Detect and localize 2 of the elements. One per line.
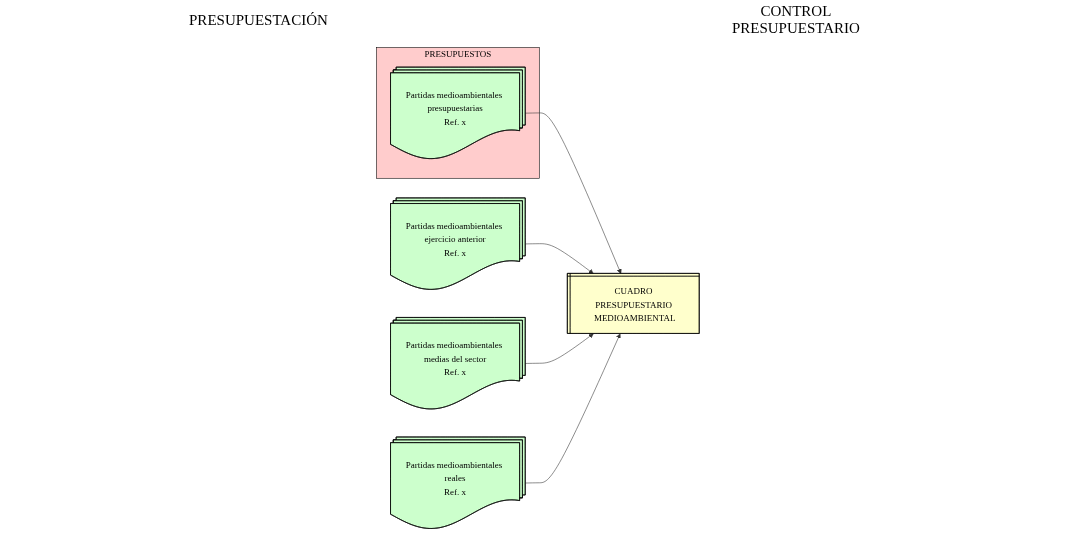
section-heading: PRESUPUESTACIÓN (189, 11, 328, 29)
section-heading: CONTROL PRESUPUESTARIO (730, 3, 861, 37)
